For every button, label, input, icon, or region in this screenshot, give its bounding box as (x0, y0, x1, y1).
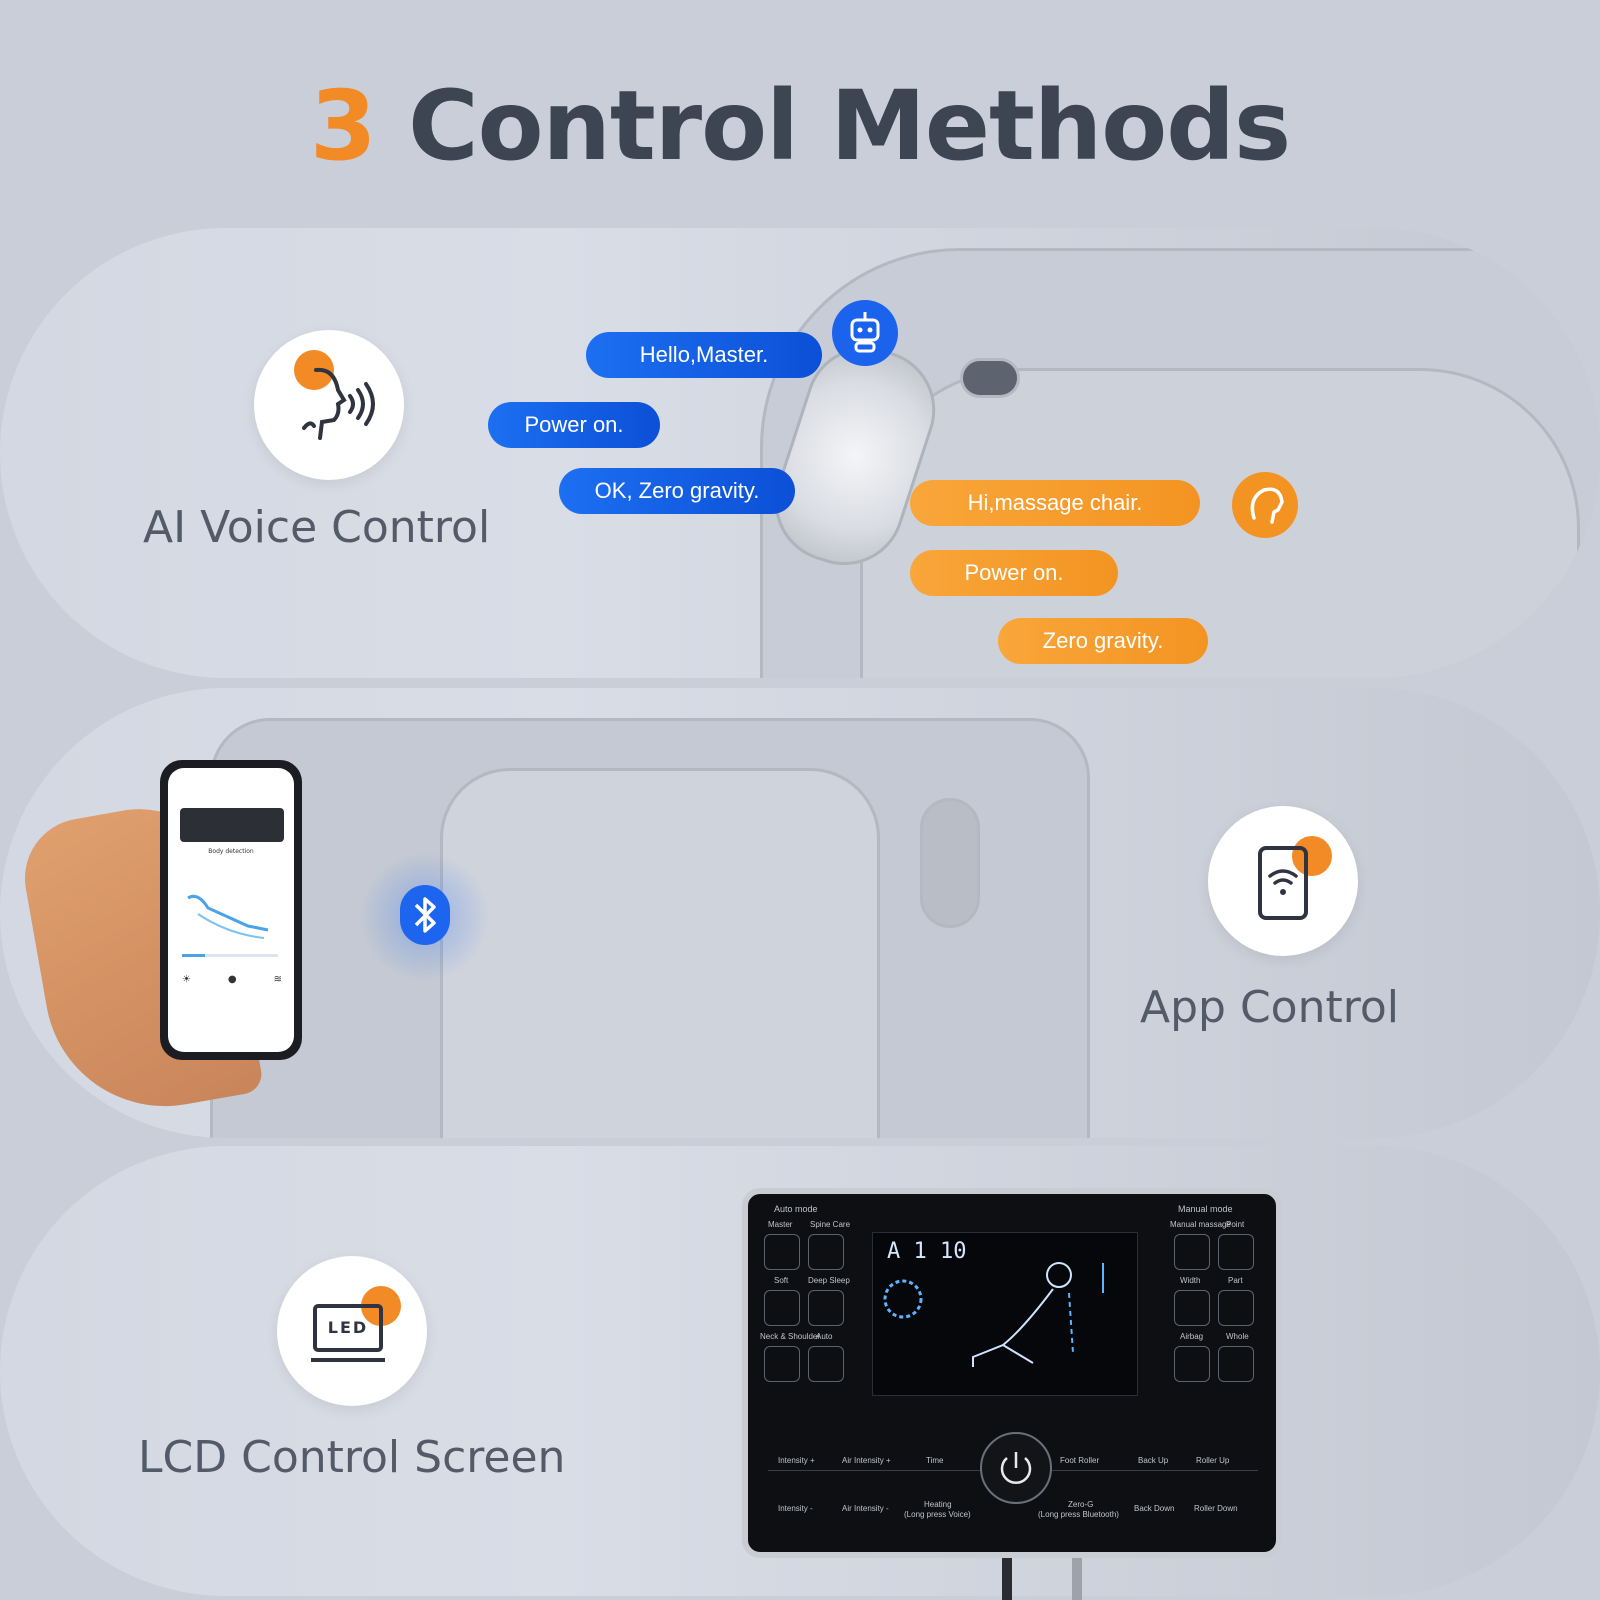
phone-progress (182, 954, 278, 957)
manual-massage-button[interactable] (1174, 1234, 1210, 1270)
point-label: Point (1226, 1220, 1245, 1229)
lcd-icon-circle: LED (277, 1256, 427, 1406)
reclined-body-icon (883, 1262, 1104, 1367)
soft-button[interactable] (764, 1290, 800, 1326)
title-text: Control Methods (375, 70, 1291, 182)
phone-header-image (180, 808, 284, 842)
phone-wifi-icon (1258, 846, 1308, 920)
neck-shoulder-button[interactable] (764, 1346, 800, 1382)
soft-label: Soft (774, 1276, 789, 1285)
part-label: Part (1228, 1276, 1243, 1285)
back-down-label[interactable]: Back Down (1134, 1504, 1175, 1513)
manual-massage-label: Manual massage (1170, 1220, 1231, 1229)
intensity-up-label[interactable]: Intensity + (778, 1456, 815, 1465)
air-intensity-down-label[interactable]: Air Intensity - (842, 1504, 889, 1513)
phone-icon-row: ☀ ● ≋ (182, 974, 282, 985)
deep-sleep-label: Deep Sleep (808, 1276, 850, 1285)
lcd-readout: A 1 10 (887, 1239, 967, 1264)
controller-cable (1002, 1540, 1012, 1600)
bluetooth-icon (414, 897, 436, 933)
app-control-label: App Control (1140, 982, 1399, 1033)
heating-note: (Long press Voice) (904, 1510, 971, 1519)
lcd-screen: A 1 10 (872, 1232, 1138, 1396)
intensity-down-label[interactable]: Intensity - (778, 1504, 813, 1513)
chair-illustration-icon (187, 894, 269, 939)
heating-label[interactable]: Heating (924, 1500, 952, 1509)
manual-mode-label: Manual mode (1178, 1204, 1233, 1214)
chair-bubble-1: Hello,Master. (586, 332, 822, 378)
voice-speaking-icon (302, 367, 375, 440)
chair-button (960, 358, 1020, 398)
zero-g-label[interactable]: Zero-G (1068, 1500, 1094, 1509)
chair-back-cushion (440, 768, 880, 1138)
leaf-icon: ● (227, 974, 237, 985)
person-head-icon (1250, 487, 1284, 524)
foot-roller-label[interactable]: Foot Roller (1060, 1456, 1100, 1465)
controller-cable-2 (1072, 1540, 1082, 1600)
deep-sleep-button[interactable] (808, 1290, 844, 1326)
spine-care-label: Spine Care (810, 1220, 851, 1229)
page-title: 3 Control Methods (0, 70, 1600, 182)
point-button[interactable] (1218, 1234, 1254, 1270)
part-button[interactable] (1218, 1290, 1254, 1326)
smartphone: Body detection ☀ ● ≋ (160, 760, 302, 1060)
back-up-label[interactable]: Back Up (1138, 1456, 1169, 1465)
master-label: Master (768, 1220, 793, 1229)
power-button[interactable] (980, 1432, 1052, 1504)
user-avatar (1232, 472, 1298, 538)
user-bubble-3: Zero gravity. (998, 618, 1208, 664)
width-button[interactable] (1174, 1290, 1210, 1326)
chair-speaker (920, 798, 980, 928)
phone-screen: Body detection ☀ ● ≋ (168, 768, 294, 1052)
chair-bubble-3: OK, Zero gravity. (559, 468, 795, 514)
app-icon-circle (1208, 806, 1358, 956)
auto-button[interactable] (808, 1346, 844, 1382)
lcd-control-label: LCD Control Screen (138, 1432, 566, 1483)
whole-button[interactable] (1218, 1346, 1254, 1382)
air-intensity-up-label[interactable]: Air Intensity + (842, 1456, 891, 1465)
spine-care-button[interactable] (808, 1234, 844, 1270)
led-icon-text: LED (327, 1318, 369, 1337)
chair-bubble-2: Power on. (488, 402, 660, 448)
accent-dot (1292, 836, 1332, 876)
sun-icon: ☀ (182, 974, 191, 985)
monitor-icon (311, 1304, 385, 1362)
roller-up-label[interactable]: Roller Up (1196, 1456, 1230, 1465)
width-label: Width (1180, 1276, 1201, 1285)
user-bubble-1: Hi,massage chair. (910, 480, 1200, 526)
voice-control-panel (0, 228, 1600, 678)
zero-g-note: (Long press Bluetooth) (1038, 1510, 1119, 1519)
airbag-label: Airbag (1180, 1332, 1204, 1341)
master-button[interactable] (764, 1234, 800, 1270)
user-bubble-2: Power on. (910, 550, 1118, 596)
time-label[interactable]: Time (926, 1456, 944, 1465)
roller-down-label[interactable]: Roller Down (1194, 1504, 1238, 1513)
bluetooth-badge (400, 885, 450, 945)
voice-icon-circle (254, 330, 404, 480)
robot-icon (850, 312, 880, 353)
auto-label: Auto (816, 1332, 833, 1341)
title-number: 3 (309, 70, 377, 182)
lcd-controller: Auto mode Manual mode Master Spine Care … (742, 1188, 1282, 1558)
power-icon (1000, 1452, 1032, 1484)
whole-label: Whole (1226, 1332, 1249, 1341)
robot-avatar (832, 300, 898, 366)
airbag-button[interactable] (1174, 1346, 1210, 1382)
neck-shoulder-label: Neck & Shoulder (760, 1332, 821, 1341)
waves-icon: ≋ (273, 974, 282, 985)
voice-control-label: AI Voice Control (143, 502, 491, 553)
auto-mode-label: Auto mode (774, 1204, 818, 1214)
phone-screen-title: Body detection (208, 848, 254, 855)
